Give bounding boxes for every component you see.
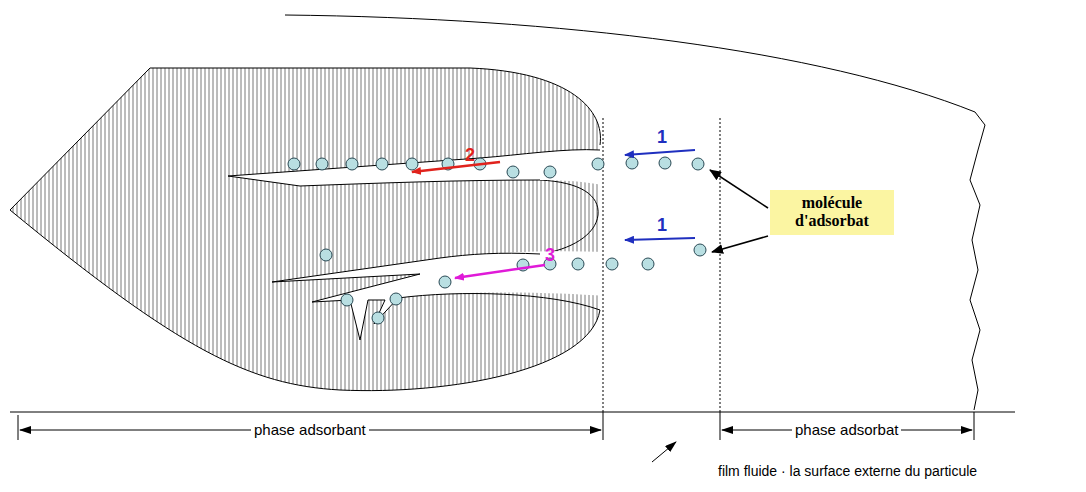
callout-box: molécule d'adsorbat [770,190,894,235]
dimension-label: phase adsorbant [251,422,369,437]
callout-number: 2 [465,146,475,164]
callout-number: 1 [657,128,667,146]
callout-number: 3 [545,246,555,264]
note-label: film fluide · la surface externe du part… [716,464,979,478]
dimension-label: phase adsorbat [792,422,901,437]
callout-text: molécule d'adsorbat [776,194,888,231]
callout-number: 1 [657,216,667,234]
